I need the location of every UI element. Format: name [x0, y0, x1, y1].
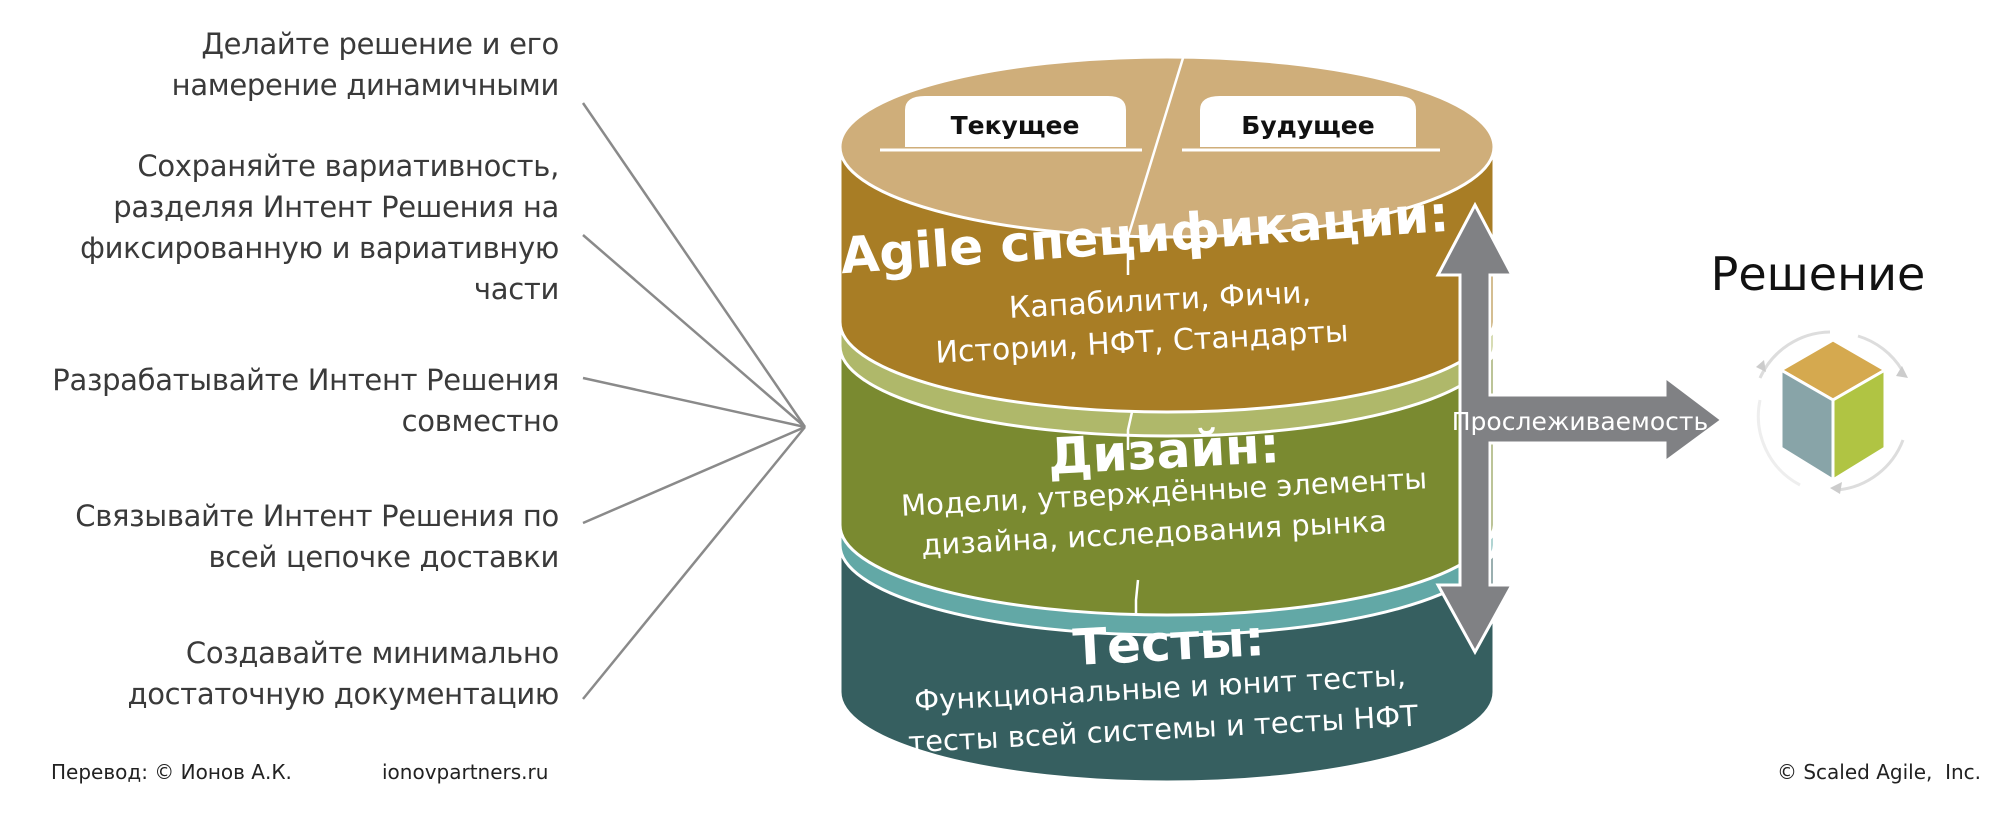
principle-line: разделяя Интент Решения на	[113, 190, 559, 224]
principle-line: Создавайте минимально	[185, 636, 559, 670]
principle-2: Сохраняйте вариативность, разделяя Интен…	[80, 146, 559, 310]
principle-line: части	[473, 272, 559, 306]
design-title: Дизайн:	[1046, 416, 1281, 486]
principle-line: совместно	[401, 404, 560, 438]
tab-future-label: Будущее	[1241, 111, 1374, 140]
solution-cube-icon	[1756, 330, 1908, 494]
principle-line: Разрабатывайте Интент Решения	[52, 363, 559, 397]
traceability-arrow	[1435, 201, 1725, 656]
connector-line	[582, 426, 806, 700]
principle-line: Делайте решение и его	[201, 27, 559, 61]
principle-line: достаточную документацию	[127, 677, 559, 711]
connector-lines	[581, 102, 807, 700]
principle-line: всей цепочке доставки	[208, 540, 560, 574]
principle-1: Делайте решение и его намерение динамичн…	[171, 24, 560, 106]
connector-line	[582, 376, 806, 429]
site-link[interactable]: ionovpartners.ru	[382, 760, 549, 784]
principle-line: Сохраняйте вариативность,	[137, 149, 559, 183]
translation-credit: Перевод: © Ионов А.К.	[51, 760, 292, 784]
principle-line: намерение динамичными	[171, 68, 560, 102]
traceability-label: Прослеживаемость	[1452, 407, 1708, 436]
principle-4: Связывайте Интент Решения по всей цепочк…	[75, 496, 559, 578]
connector-line	[582, 234, 806, 428]
tab-future	[1182, 96, 1440, 152]
tab-current-label: Текущее	[951, 111, 1080, 140]
solution-label: Решение	[1711, 247, 1926, 301]
tab-current	[880, 96, 1142, 152]
divider-line	[1126, 57, 1185, 275]
tests-title: Тесты:	[1071, 609, 1266, 677]
principle-3: Разрабатывайте Интент Решения совместно	[52, 360, 559, 442]
copyright: © Scaled Agile, Inc.	[1776, 760, 1981, 784]
principle-line: Связывайте Интент Решения по	[75, 499, 559, 533]
connector-line	[582, 425, 806, 525]
principle-5: Создавайте минимально достаточную докуме…	[127, 633, 559, 715]
principle-line: фиксированную и вариативную	[80, 231, 559, 265]
connector-line	[581, 102, 807, 428]
